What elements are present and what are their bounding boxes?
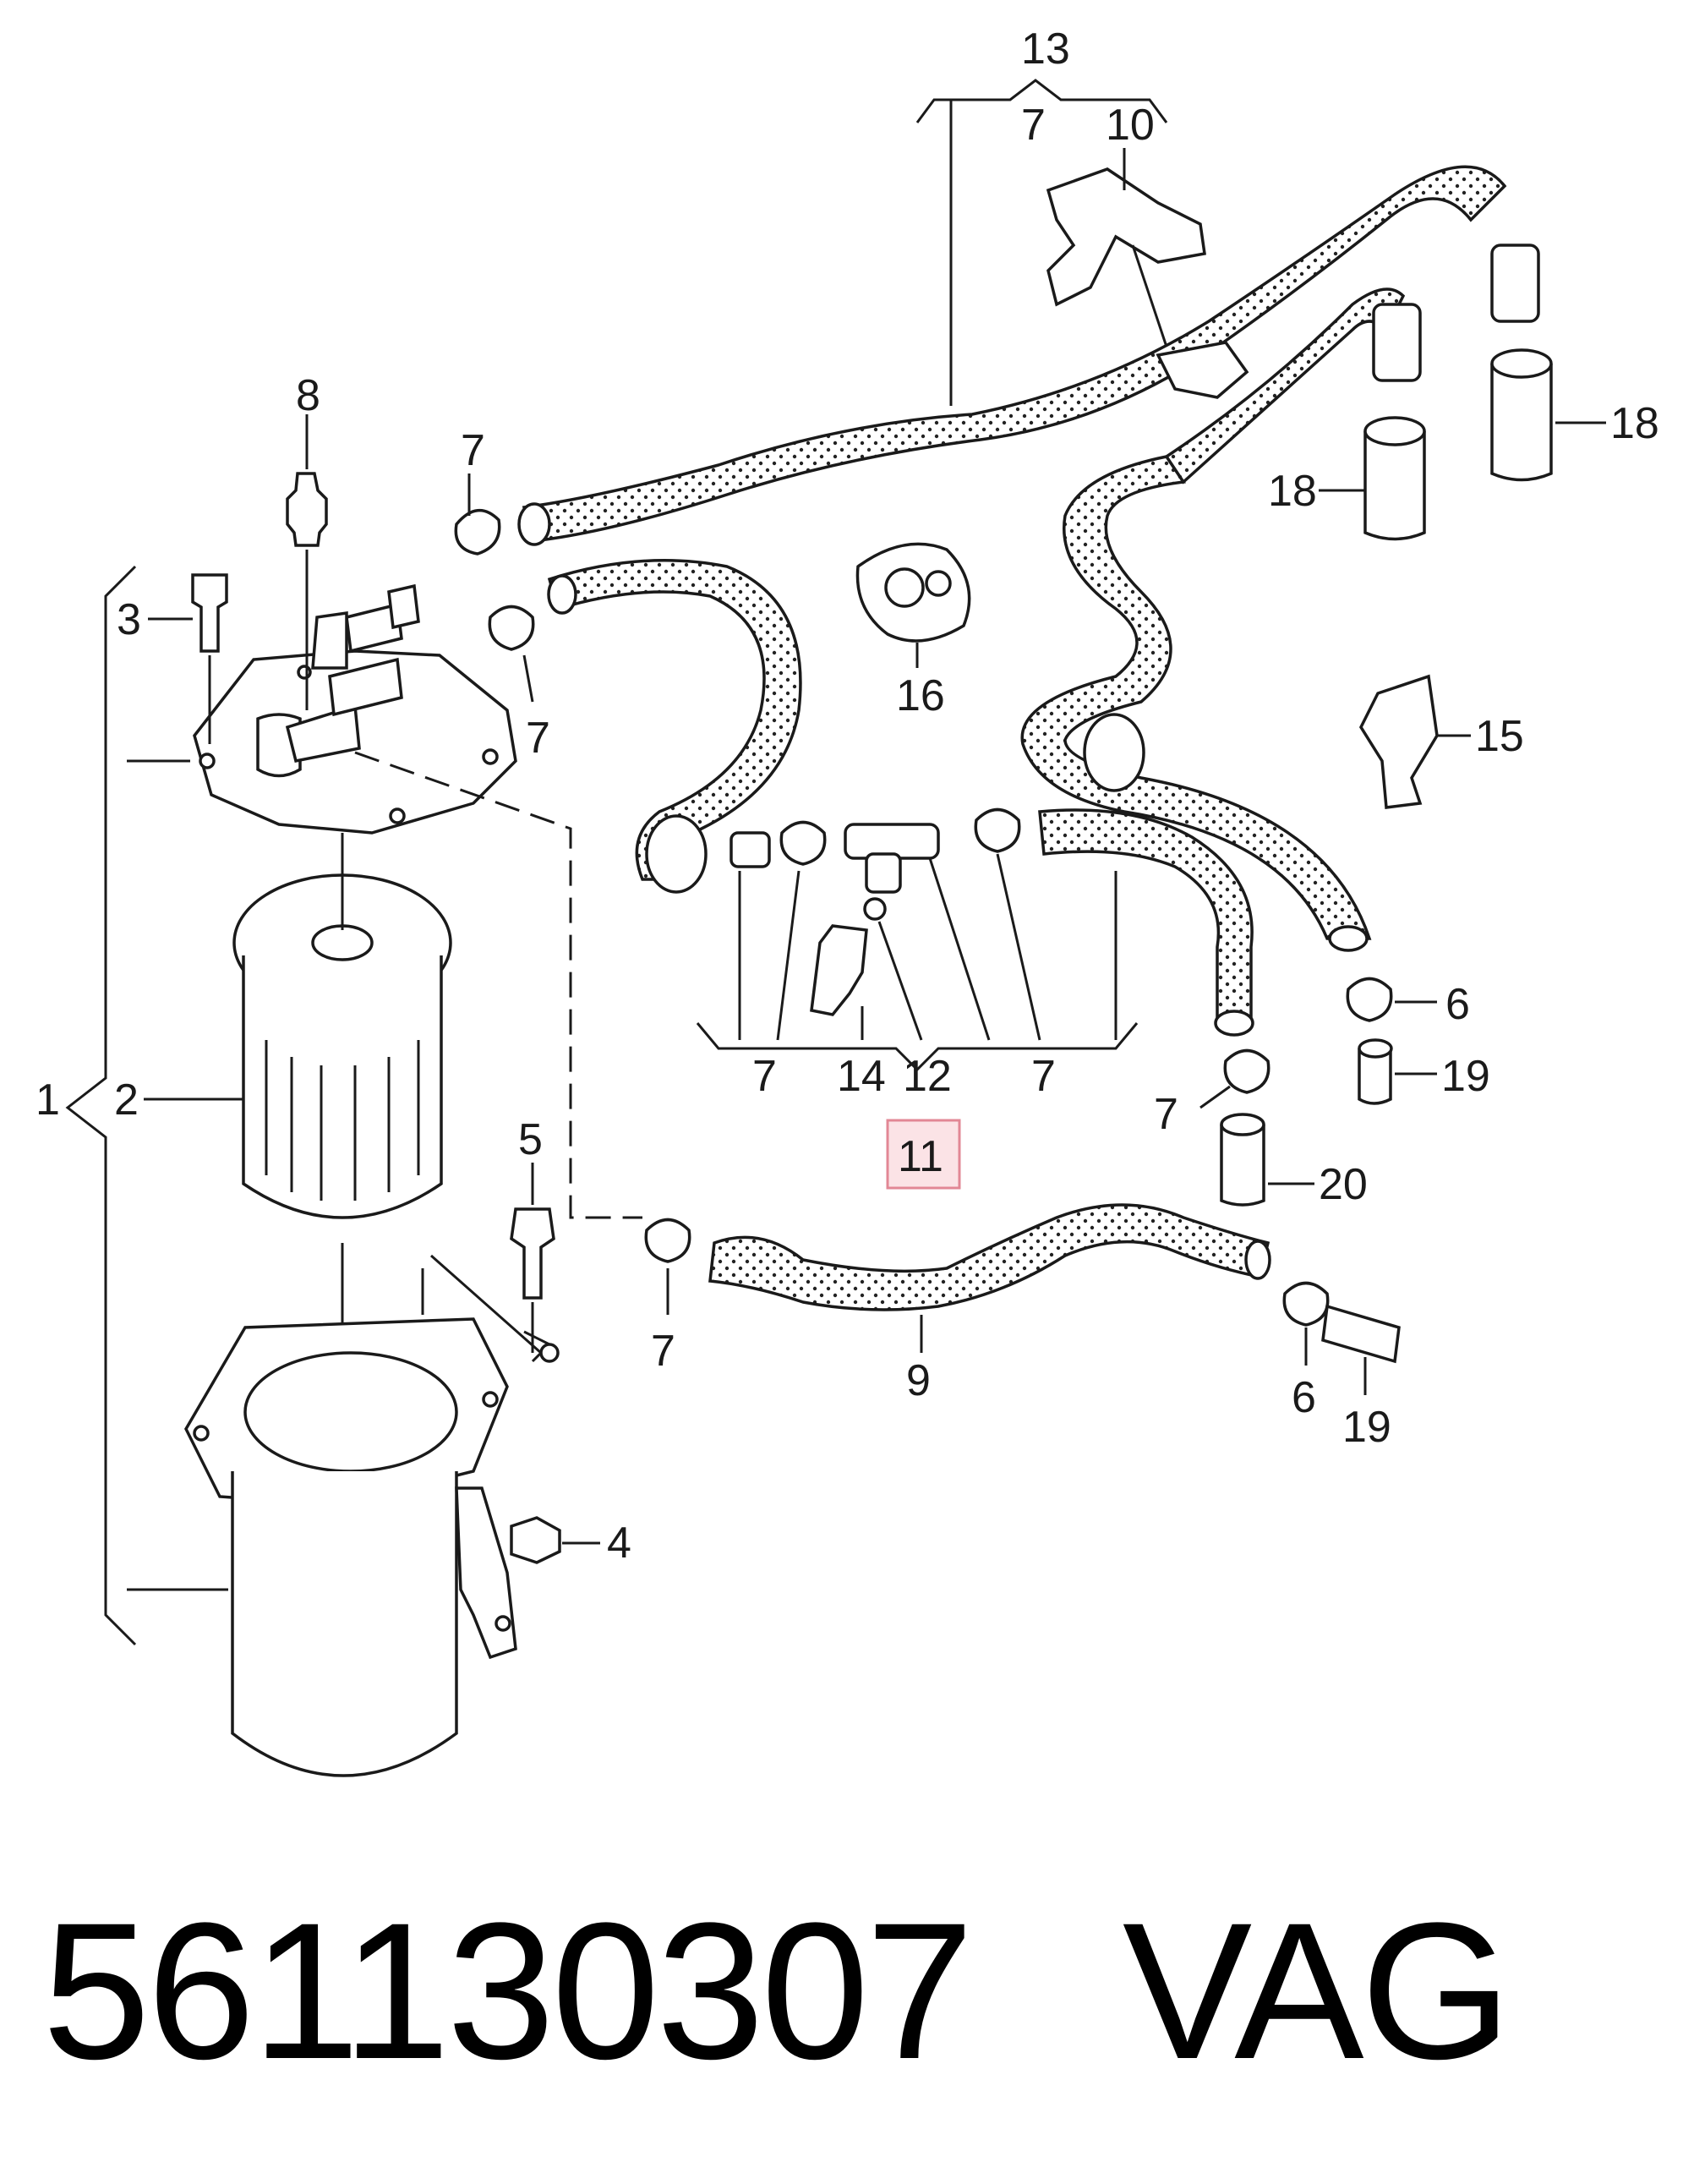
leader-7-right <box>1199 1085 1231 1109</box>
lid-hole <box>482 748 499 765</box>
hose-end <box>1214 1010 1254 1037</box>
hose-end <box>1244 1240 1271 1280</box>
lid-pipe-connector <box>345 602 403 654</box>
part-10-clip <box>1046 167 1206 307</box>
bracket-1 <box>65 565 137 1646</box>
footer-caption: 561130307 VAG <box>42 1894 1512 2088</box>
hose-end <box>517 502 551 546</box>
strap-hole <box>539 1343 560 1363</box>
t-piece-branch <box>865 852 902 894</box>
leader-g3 <box>928 857 991 1041</box>
hose-end <box>547 574 577 615</box>
lid-pipe-elbow <box>328 657 403 717</box>
hose-end <box>1328 925 1369 952</box>
connector-pipe <box>729 831 771 868</box>
callout-19-bottom: 19 <box>1342 1403 1391 1452</box>
filter-housing-rim <box>243 1351 458 1473</box>
leader-g4 <box>996 853 1041 1041</box>
callout-5: 5 <box>518 1115 543 1164</box>
filter-housing-body <box>231 1471 458 1777</box>
o-ring-12 <box>863 897 887 921</box>
brand-label: VAG <box>1122 1882 1512 2099</box>
callout-14: 14 <box>837 1052 886 1101</box>
pipe-18a <box>1490 244 1553 482</box>
lid-pipe-connector <box>387 583 420 630</box>
bracket-13 <box>915 79 1168 123</box>
clip-on-hose <box>1156 341 1249 399</box>
callout-18-right: 18 <box>1610 399 1659 448</box>
callout-16: 16 <box>896 671 945 720</box>
hose-right-down <box>1020 455 1372 940</box>
lid-hole <box>389 807 406 824</box>
callout-2: 2 <box>114 1076 139 1125</box>
housing-hole <box>495 1615 511 1632</box>
pipe-19a <box>1358 1038 1393 1105</box>
lid-pipe-connector <box>311 610 348 670</box>
leader-10b <box>1131 244 1168 348</box>
hose-9 <box>708 1203 1270 1311</box>
callout-7-top-group: 7 <box>1021 101 1046 150</box>
callout-15: 15 <box>1475 712 1524 761</box>
dashed-connection <box>354 751 642 1219</box>
part-15-clip <box>1358 674 1439 809</box>
hose-upper <box>522 165 1507 543</box>
callout-1: 1 <box>36 1076 60 1125</box>
pipe-19b <box>1321 1304 1401 1364</box>
part-number: 561130307 <box>42 1882 974 2099</box>
pipe-20 <box>1220 1113 1265 1207</box>
hose-end <box>645 814 708 894</box>
callout-8: 8 <box>296 371 320 420</box>
leader-12 <box>877 921 923 1041</box>
callout-19-right: 19 <box>1441 1052 1490 1101</box>
callout-6-right: 6 <box>1445 980 1470 1029</box>
pipe-18b <box>1363 303 1426 541</box>
part-16-grommet <box>855 542 971 643</box>
callout-4: 4 <box>607 1519 631 1568</box>
leader-g2 <box>776 870 801 1041</box>
part-14-sensor <box>810 924 868 1016</box>
callout-9: 9 <box>906 1356 931 1405</box>
highlight-box-11 <box>886 1119 961 1190</box>
part-3-bolt <box>191 573 228 653</box>
part-5-bolt <box>510 1207 555 1300</box>
hose-to-20 <box>1038 808 1254 1025</box>
callout-7-right: 7 <box>1154 1090 1178 1139</box>
lid-hole <box>199 753 216 769</box>
filter-element-pleats <box>265 1040 420 1201</box>
callout-13: 13 <box>1021 25 1070 74</box>
callout-11: 11 <box>898 1132 943 1181</box>
filter-element-body <box>242 955 443 1219</box>
callout-20: 20 <box>1319 1160 1368 1209</box>
callout-6-bottom: 6 <box>1292 1373 1316 1422</box>
hose-end <box>1083 713 1145 792</box>
part-4-nut <box>510 1516 561 1564</box>
housing-hole <box>482 1391 499 1408</box>
callout-12: 12 <box>903 1052 952 1101</box>
callout-7-hose-lower: 7 <box>526 714 550 763</box>
callout-7-bottom: 7 <box>651 1327 675 1376</box>
clamp-icon <box>454 508 1270 1263</box>
leader-7-hose <box>522 654 534 703</box>
clamp-6-icon <box>1282 977 1393 1327</box>
filter-housing-bracket <box>455 1486 517 1660</box>
bracket-11 <box>696 1022 1139 1072</box>
callout-3: 3 <box>117 595 141 644</box>
lid-hole <box>297 665 312 680</box>
part-8-sensor <box>286 472 328 547</box>
filter-element-inner <box>311 924 374 961</box>
callout-7-group-2: 7 <box>1031 1052 1056 1101</box>
callout-7-group-1: 7 <box>752 1052 777 1101</box>
callout-18-left: 18 <box>1268 467 1317 516</box>
callout-7-hose-upper: 7 <box>461 426 485 475</box>
housing-hole <box>193 1425 210 1442</box>
callout-10: 10 <box>1106 101 1155 150</box>
